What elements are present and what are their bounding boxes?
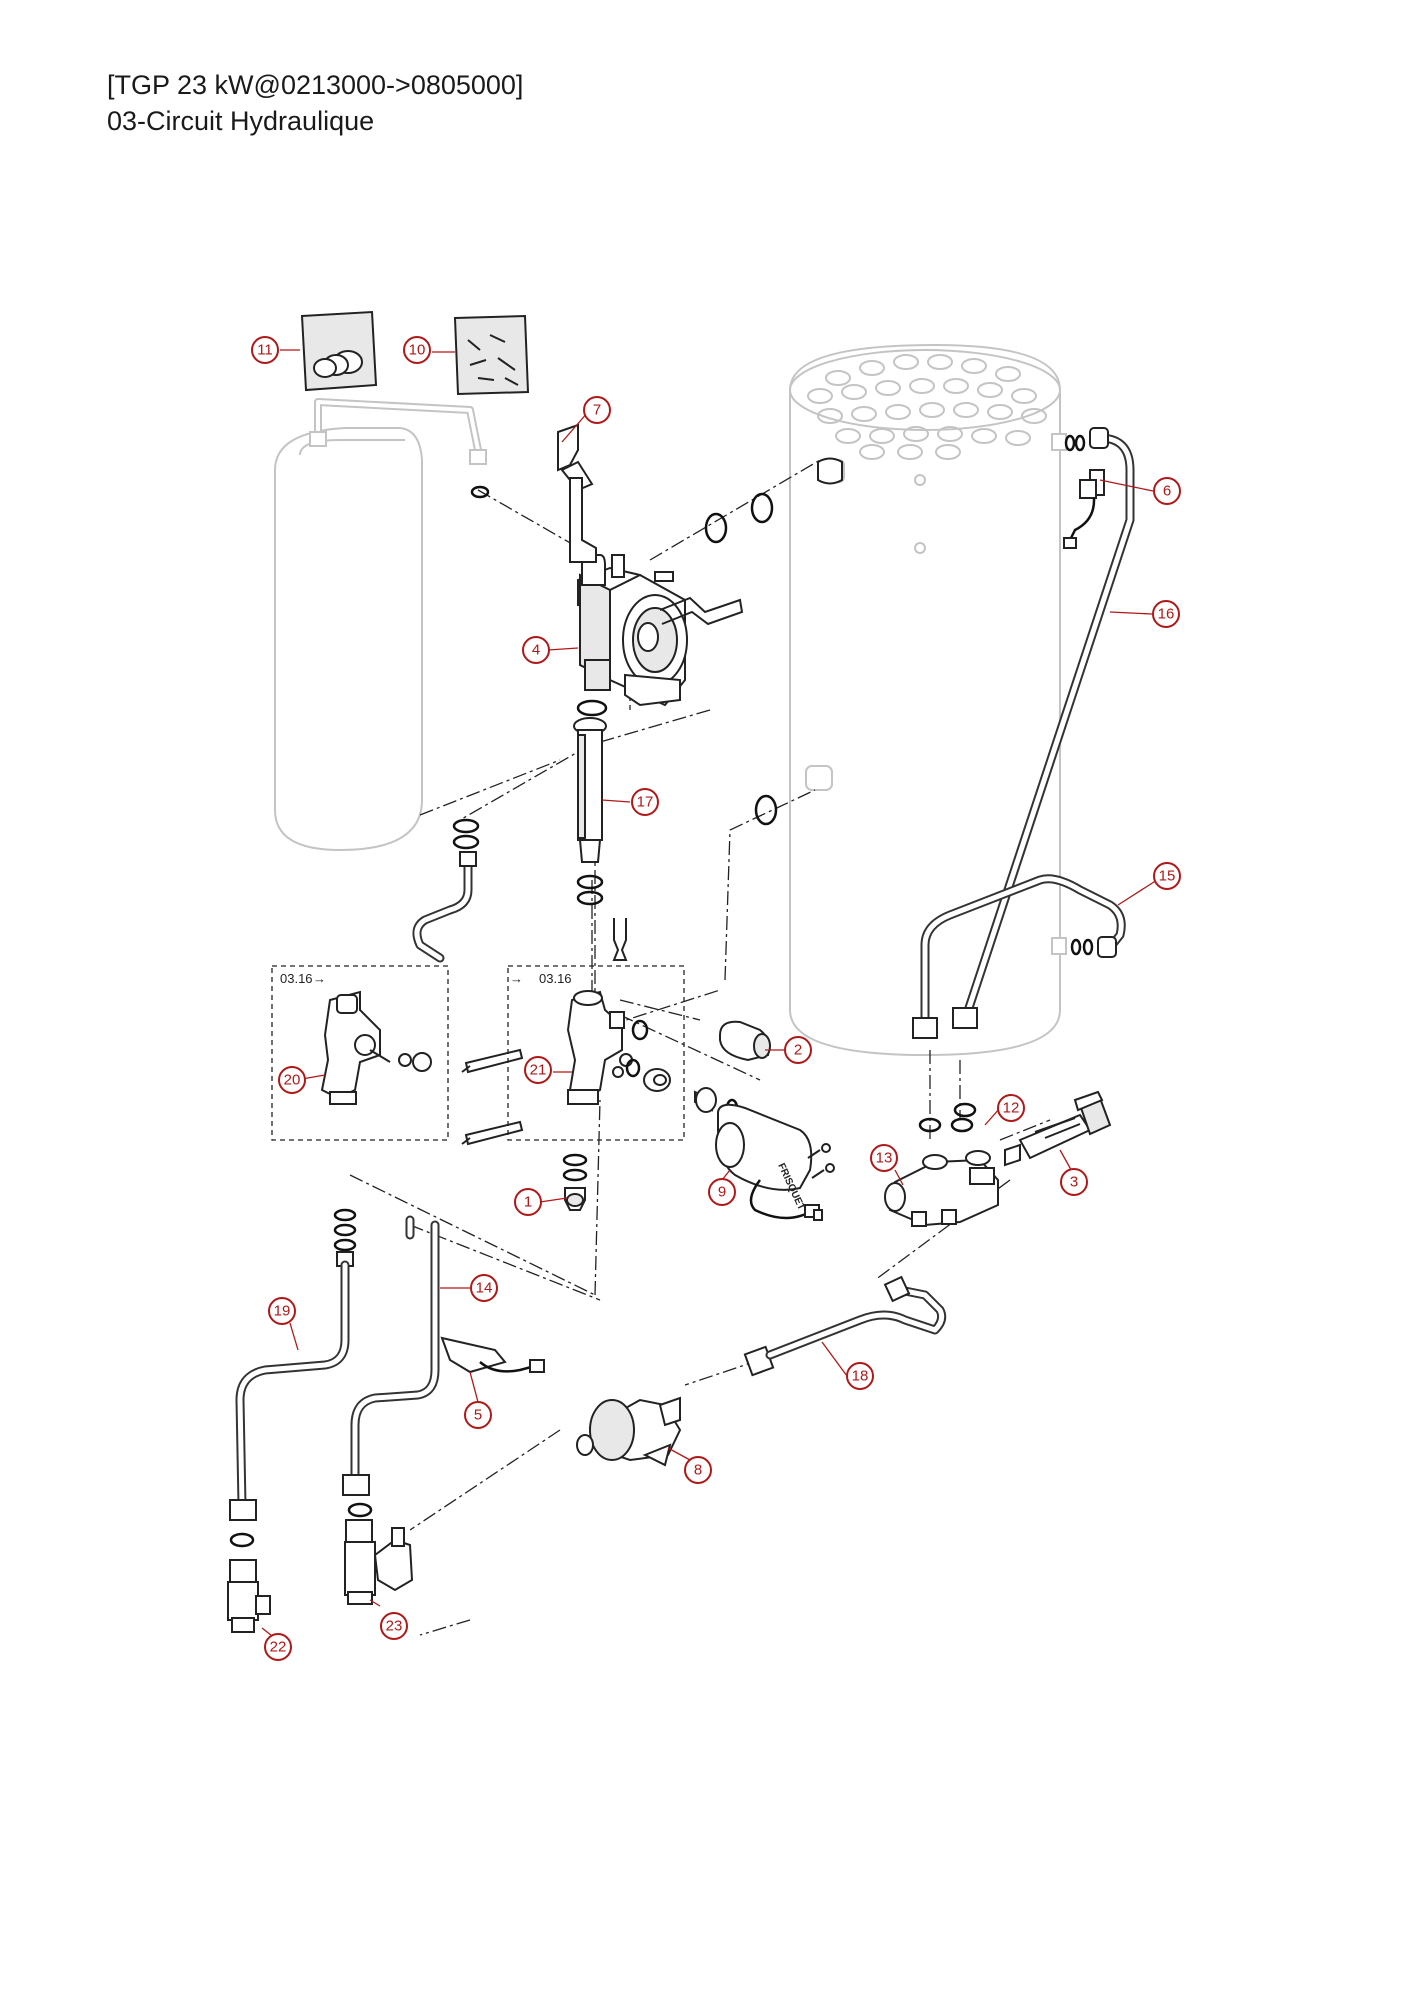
pipe-15 [912, 874, 1126, 1039]
svg-text:10: 10 [409, 342, 426, 359]
storage-tank [789, 343, 1067, 1057]
callout-4: 4 [522, 636, 550, 664]
pipe-18 [743, 1275, 947, 1377]
sensor-5 [440, 1336, 545, 1374]
subassembly-box-right [507, 965, 685, 1141]
callout-8: 8 [684, 1456, 712, 1484]
svg-text:9: 9 [718, 1184, 726, 1201]
header-reference: [TGP 23 kW@0213000->0805000] [107, 70, 524, 100]
callout-22: 22 [264, 1633, 292, 1661]
pressure-sensor-2 [631, 1019, 771, 1062]
vessel-pipe [412, 759, 561, 963]
callout-17: 17 [631, 788, 659, 816]
svg-text:12: 12 [1003, 1100, 1020, 1117]
pipe-19 [229, 1208, 357, 1521]
callout-9: 9 [708, 1178, 736, 1206]
svg-text:18: 18 [852, 1368, 869, 1385]
pipe-16 [960, 427, 1135, 1025]
callout-13: 13 [870, 1144, 898, 1172]
motor-9 [625, 1058, 835, 1221]
valve-23 [344, 1502, 414, 1605]
callout-21: 21 [524, 1056, 552, 1084]
svg-text:22: 22 [270, 1639, 287, 1656]
svg-text:8: 8 [694, 1462, 702, 1479]
svg-text:6: 6 [1163, 483, 1171, 500]
svg-text:14: 14 [476, 1280, 493, 1297]
subassembly-ref-left: 03.16 [280, 971, 313, 986]
page-title: 03-Circuit Hydraulique [107, 106, 375, 136]
svg-text:20: 20 [284, 1072, 301, 1089]
component-8 [576, 1396, 682, 1467]
svg-text:2: 2 [794, 1042, 802, 1059]
callout-10: 10 [403, 336, 431, 364]
subassembly-box-left [271, 965, 449, 1141]
pump-4 [577, 554, 688, 707]
callout-20: 20 [278, 1066, 306, 1094]
callout-6: 6 [1153, 477, 1181, 505]
callout-1: 1 [514, 1188, 542, 1216]
pipe-17 [573, 717, 628, 961]
callout-19: 19 [268, 1297, 296, 1325]
svg-text:11: 11 [257, 342, 273, 359]
subassembly-ref-right: 03.16 [539, 971, 572, 986]
bracket-7 [557, 423, 744, 626]
expansion-vessel [274, 398, 487, 852]
pump-seals [470, 457, 843, 826]
leader-lines [261, 349, 1158, 1640]
svg-text:23: 23 [386, 1618, 403, 1635]
arrow-left-ref: → [313, 971, 326, 986]
valve-3 [1004, 1090, 1112, 1167]
callout-7: 7 [583, 396, 611, 424]
seal-kit-11 [300, 310, 378, 392]
callout-2: 2 [784, 1036, 812, 1064]
pipe-14 [342, 1215, 440, 1496]
svg-text:19: 19 [274, 1303, 291, 1320]
svg-text:17: 17 [637, 794, 654, 811]
screw-kit-10 [453, 314, 530, 396]
svg-text:1: 1 [524, 1194, 532, 1211]
svg-text:15: 15 [1159, 868, 1176, 885]
callout-11: 11 [251, 336, 279, 364]
svg-text:13: 13 [876, 1150, 893, 1167]
callout-3: 3 [1060, 1168, 1088, 1196]
hydraulic-block-13 [884, 1102, 999, 1227]
arrow-right-ref: → [510, 971, 523, 986]
svg-text:7: 7 [593, 402, 601, 419]
svg-text:3: 3 [1070, 1174, 1078, 1191]
callout-16: 16 [1152, 600, 1180, 628]
callout-23: 23 [380, 1612, 408, 1640]
callout-12: 12 [997, 1094, 1025, 1122]
clips-21 [461, 1048, 524, 1146]
svg-text:21: 21 [530, 1062, 547, 1079]
callout-18: 18 [846, 1362, 874, 1390]
svg-text:5: 5 [474, 1407, 482, 1424]
valve-22 [227, 1532, 271, 1633]
svg-text:4: 4 [532, 642, 540, 659]
sensor-6 [1063, 469, 1105, 549]
callout-15: 15 [1153, 862, 1181, 890]
svg-text:16: 16 [1158, 606, 1175, 623]
callout-5: 5 [464, 1401, 492, 1429]
cartridge-1 [562, 1153, 588, 1211]
callout-14: 14 [470, 1274, 498, 1302]
